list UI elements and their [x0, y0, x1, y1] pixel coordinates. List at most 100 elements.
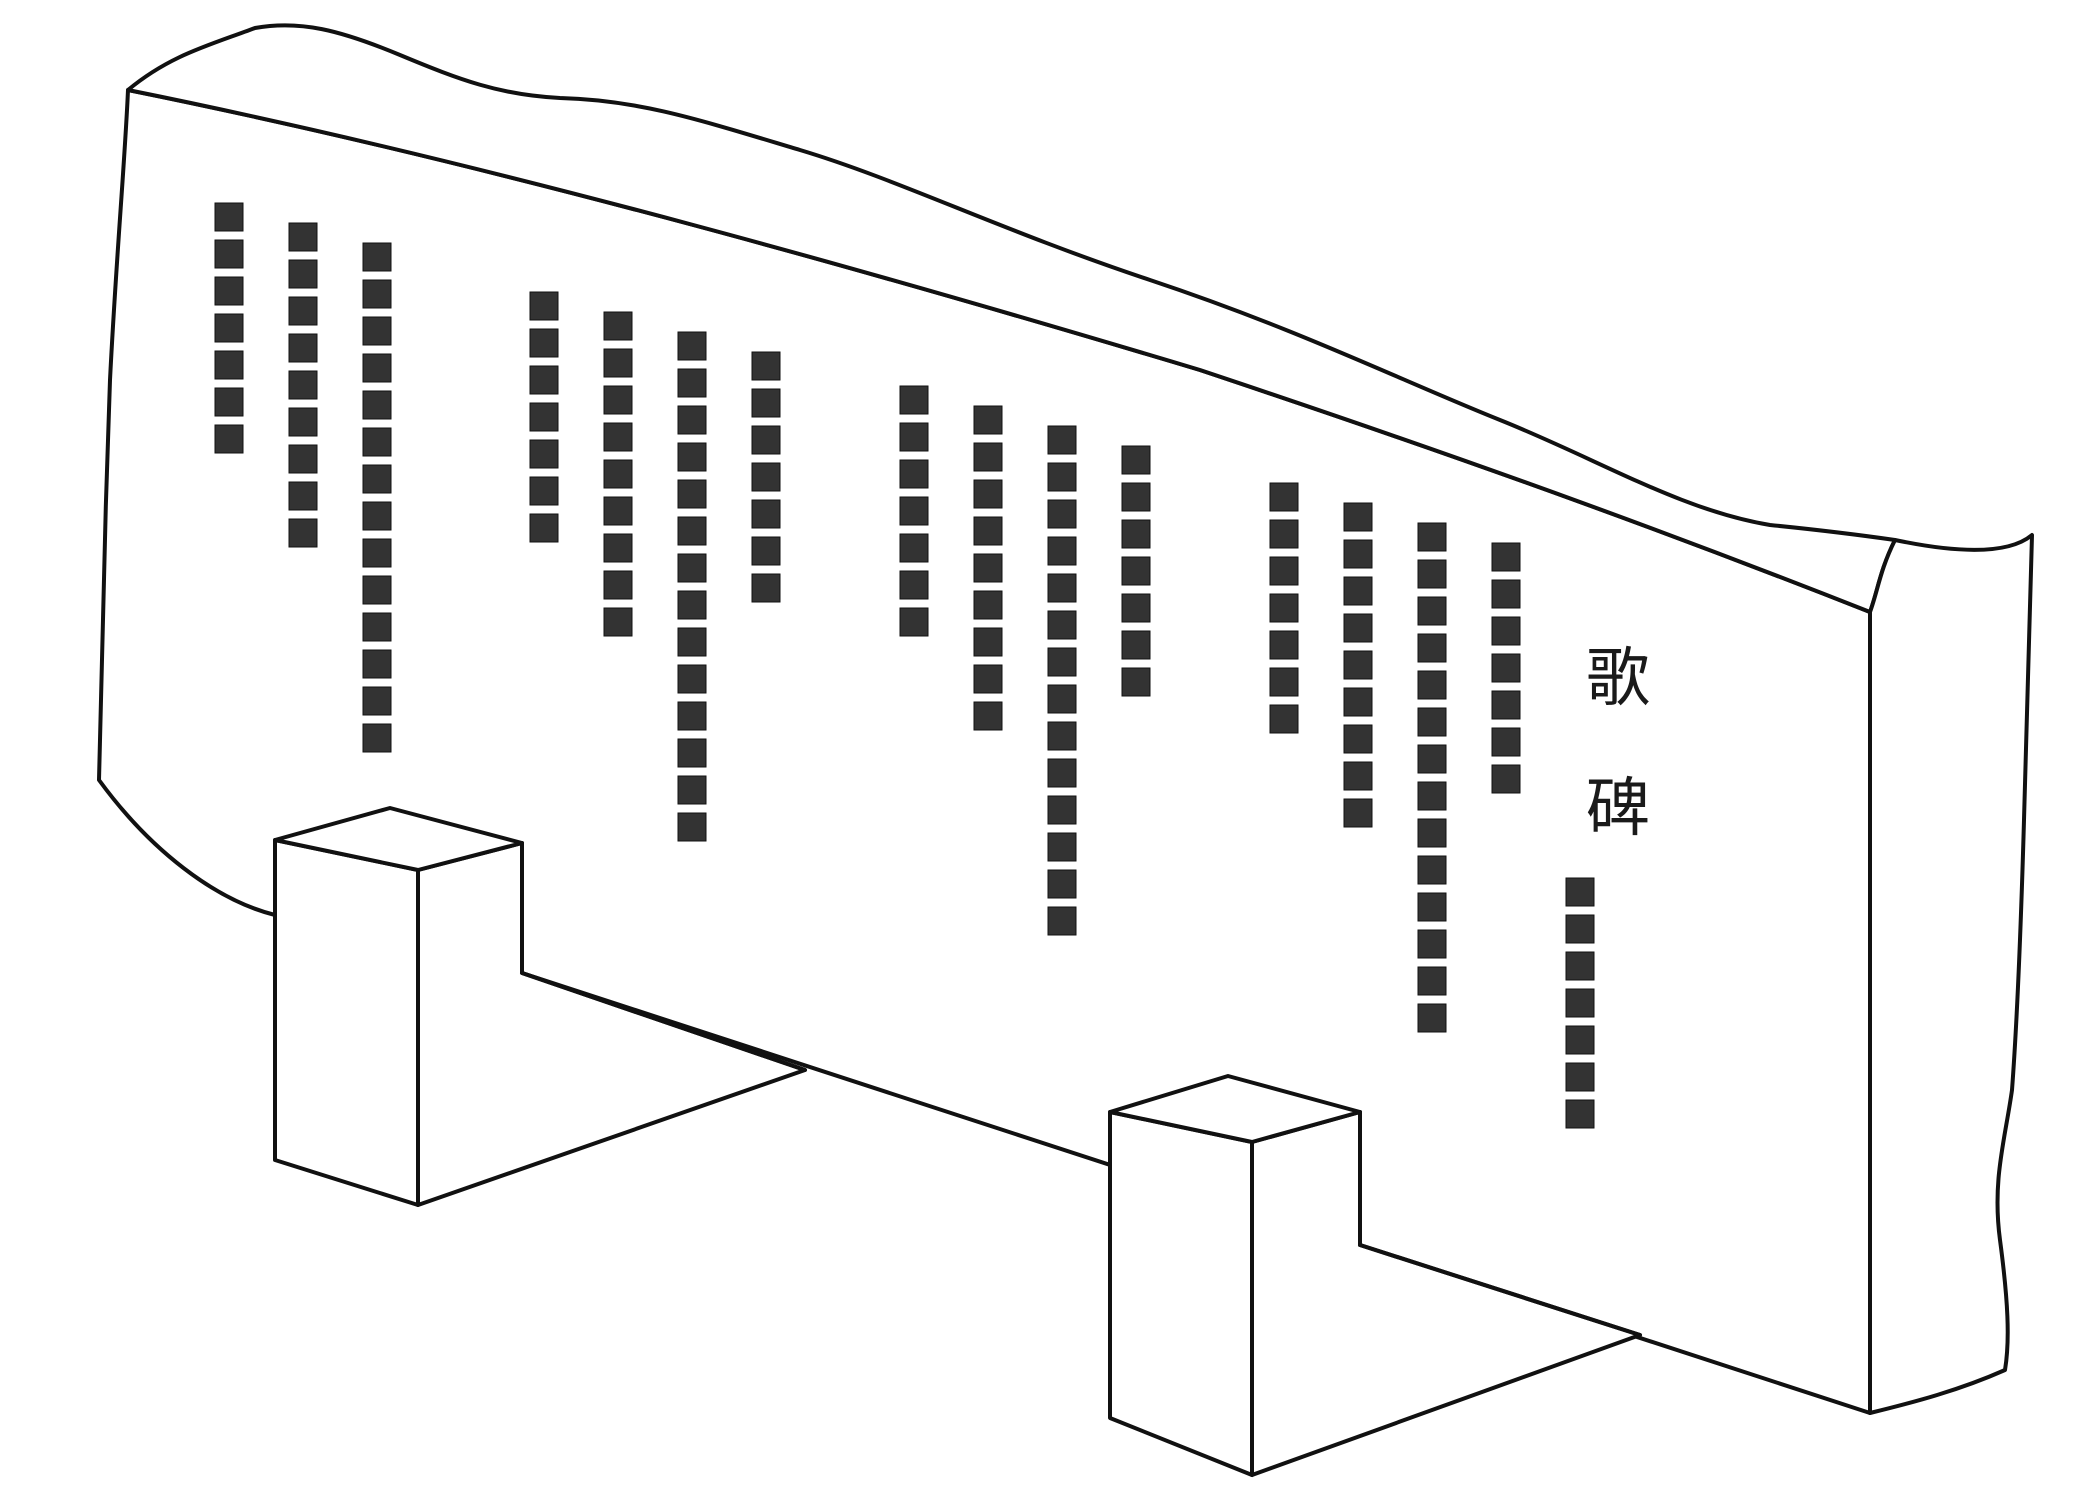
inscription-glyph-block [751, 462, 781, 492]
inscription-glyph-block [1491, 690, 1521, 720]
inscription-glyph-block [1565, 951, 1595, 981]
inscription-glyph-block [751, 425, 781, 455]
inscription-glyph-block [603, 533, 633, 563]
inscription-glyph-block [677, 812, 707, 842]
right-block-front [1108, 1110, 1254, 1477]
inscription-glyph-block [214, 387, 244, 417]
inscription-glyph-block [288, 518, 318, 548]
right-base-block [1108, 1074, 1642, 1477]
inscription-glyph-block [1047, 610, 1077, 640]
inscription-glyph-block [1491, 542, 1521, 572]
inscription-glyph-block [677, 701, 707, 731]
inscription-glyph-block [1121, 556, 1151, 586]
inscription-glyph-block [1417, 892, 1447, 922]
inscription-glyph-block [603, 607, 633, 637]
inscription-glyph-block [603, 459, 633, 489]
inscription-glyph-block [1269, 556, 1299, 586]
inscription-glyph-block [1565, 914, 1595, 944]
inscription-glyph-block [1343, 502, 1373, 532]
inscription-glyph-block [362, 353, 392, 383]
inscription-glyph-block [1047, 536, 1077, 566]
inscription-glyph-block [1047, 647, 1077, 677]
inscription-glyph-block [288, 407, 318, 437]
inscription-glyph-block [677, 368, 707, 398]
inscription-glyph-block [529, 365, 559, 395]
inscription-glyph-block [1047, 906, 1077, 936]
inscription-glyph-block [529, 291, 559, 321]
inscription-glyph-block [973, 701, 1003, 731]
inscription-glyph-block [288, 333, 318, 363]
inscription-glyph-block [677, 442, 707, 472]
inscription-glyph-block [529, 513, 559, 543]
inscription-glyph-block [1047, 573, 1077, 603]
inscription-glyph-block [362, 242, 392, 272]
left-block-top [273, 806, 524, 872]
inscription-glyph-block [677, 479, 707, 509]
inscription-glyph-block [214, 202, 244, 232]
inscription-glyph-block [973, 479, 1003, 509]
inscription-glyph-block [288, 481, 318, 511]
title-char-1: 歌 [1586, 642, 1650, 716]
inscription-glyph-block [1417, 966, 1447, 996]
inscription-glyph-block [362, 464, 392, 494]
inscription-glyph-block [288, 444, 318, 474]
inscription-glyph-block [973, 553, 1003, 583]
inscription-glyph-block [1417, 707, 1447, 737]
inscription-glyph-block [1121, 667, 1151, 697]
inscription-glyph-block [1491, 764, 1521, 794]
inscription-glyph-block [1269, 630, 1299, 660]
inscription-glyph-block [603, 385, 633, 415]
inscription-glyph-block [973, 590, 1003, 620]
inscription-glyph-block [1343, 687, 1373, 717]
inscription-glyph-block [1491, 616, 1521, 646]
inscription-glyph-block [1565, 1025, 1595, 1055]
inscription-glyph-block [1269, 667, 1299, 697]
inscription-glyph-block [1047, 425, 1077, 455]
inscription-glyph-block [1269, 593, 1299, 623]
inscription-glyph-block [362, 538, 392, 568]
inscription-glyph-block [362, 279, 392, 309]
ground-line-right [1358, 1243, 1642, 1337]
inscription-glyph-block [529, 476, 559, 506]
inscription-glyph-block [899, 385, 929, 415]
inscription-glyph-block [362, 612, 392, 642]
inscription-glyph-block [1121, 445, 1151, 475]
inscription-glyph-block [214, 313, 244, 343]
inscription-glyph-block [362, 390, 392, 420]
inscription-glyph-block [899, 533, 929, 563]
left-base-block [273, 806, 807, 1207]
inscription-glyph-block [677, 331, 707, 361]
inscription-glyph-block [1417, 818, 1447, 848]
inscription-glyph-block [214, 350, 244, 380]
inscription-glyph-block [899, 422, 929, 452]
inscription-glyph-block [677, 664, 707, 694]
inscription-glyph-block [214, 276, 244, 306]
inscription-glyph-block [1121, 630, 1151, 660]
inscription-glyph-block [1565, 1062, 1595, 1092]
inscription-glyph-block [214, 239, 244, 269]
inscription-glyph-block [1491, 727, 1521, 757]
ground-line-left [520, 971, 807, 1072]
inscription-glyph-block [288, 259, 318, 289]
inscription-glyph-block [1121, 482, 1151, 512]
inscription-glyph-block [1343, 798, 1373, 828]
inscription-glyph-block [1269, 519, 1299, 549]
inscription-glyph-block [603, 422, 633, 452]
inscription-glyph-block [677, 775, 707, 805]
title-char-2: 碑 [1586, 772, 1650, 846]
inscription-glyph-block [1417, 855, 1447, 885]
inscription-glyph-block [362, 723, 392, 753]
inscription-glyph-block [1047, 832, 1077, 862]
inscription-glyph-block [603, 570, 633, 600]
inscription-glyph-block [1417, 744, 1447, 774]
inscription-glyph-block [1343, 576, 1373, 606]
inscription-glyph-block [1491, 653, 1521, 683]
inscription-glyph-block [677, 516, 707, 546]
inscription-glyph-block [899, 459, 929, 489]
inscription-glyph-block [751, 573, 781, 603]
inscription-glyph-block [751, 351, 781, 381]
inscription-glyph-block [1565, 1099, 1595, 1129]
inscription-glyph-block [1417, 929, 1447, 959]
inscription-glyph-block [1565, 988, 1595, 1018]
